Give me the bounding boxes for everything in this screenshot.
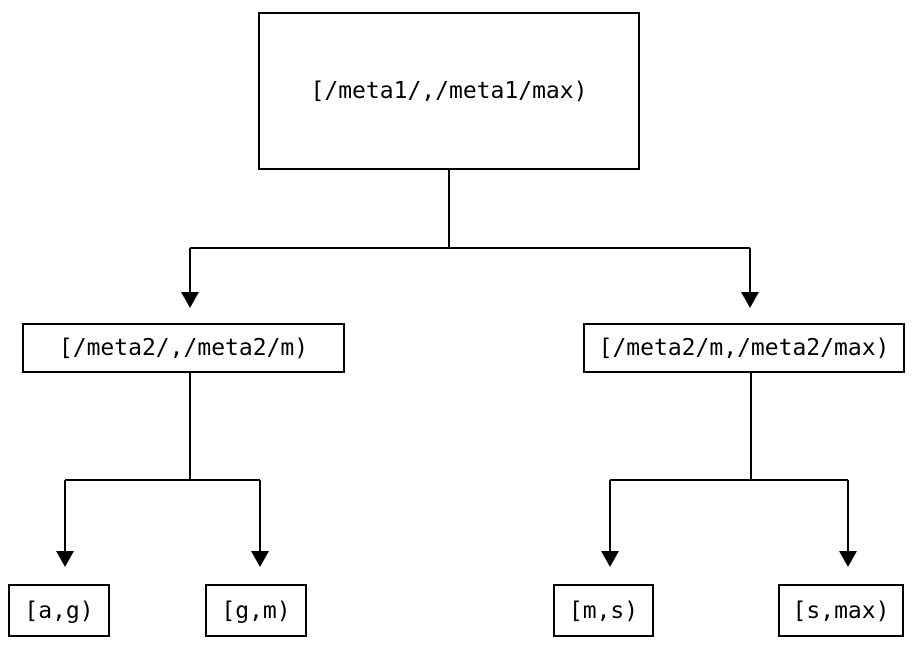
node-leaf-smax: [s,max)	[778, 584, 904, 637]
arrowhead-down-leaf-ag-icon	[56, 551, 74, 567]
arrowhead-down-left-icon	[181, 292, 199, 308]
node-leaf-ms-label: [m,s)	[568, 597, 639, 624]
arrowhead-down-right-icon	[741, 292, 759, 308]
node-leaf-ag-label: [a,g)	[24, 597, 94, 624]
arrowhead-down-leaf-ms-icon	[601, 551, 619, 567]
node-leaf-gm: [g,m)	[205, 584, 307, 637]
node-meta2-left-label: [/meta2/,/meta2/m)	[58, 335, 309, 361]
node-meta2-right: [/meta2/m,/meta2/max)	[583, 323, 905, 373]
node-leaf-ms: [m,s)	[553, 584, 654, 637]
connector-right-split	[609, 373, 849, 551]
node-root-label: [/meta1/,/meta1/max)	[310, 78, 588, 104]
node-leaf-smax-label: [s,max)	[792, 597, 890, 624]
arrowhead-down-leaf-smax-icon	[839, 551, 857, 567]
node-leaf-gm-label: [g,m)	[221, 597, 291, 624]
node-meta2-right-label: [/meta2/m,/meta2/max)	[598, 335, 890, 361]
connector-left-split	[64, 373, 261, 551]
arrowhead-down-leaf-gm-icon	[251, 551, 269, 567]
connector-root-split	[189, 170, 751, 292]
node-root: [/meta1/,/meta1/max)	[258, 12, 640, 170]
node-meta2-left: [/meta2/,/meta2/m)	[22, 323, 345, 373]
node-leaf-ag: [a,g)	[8, 584, 110, 637]
